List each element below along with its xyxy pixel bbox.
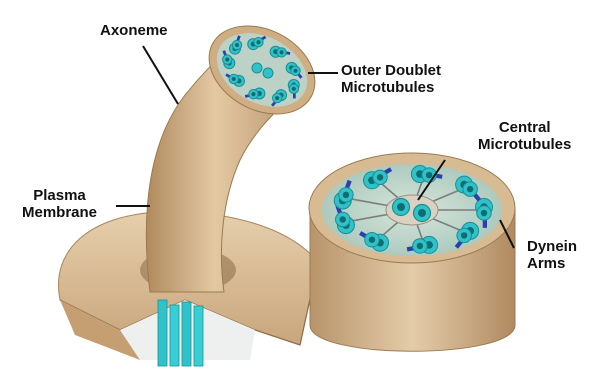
label-plasma-membrane: Plasma Membrane	[22, 187, 97, 221]
label-dynein-arms: Dynein Arms	[527, 238, 577, 272]
label-outer-doublet-microtubules: Outer Doublet Microtubules	[341, 62, 441, 96]
label-central-microtubules: Central Microtubules	[478, 119, 571, 153]
cylinder-section	[309, 153, 515, 351]
axoneme-leader	[143, 46, 178, 104]
label-axoneme: Axoneme	[100, 22, 168, 39]
